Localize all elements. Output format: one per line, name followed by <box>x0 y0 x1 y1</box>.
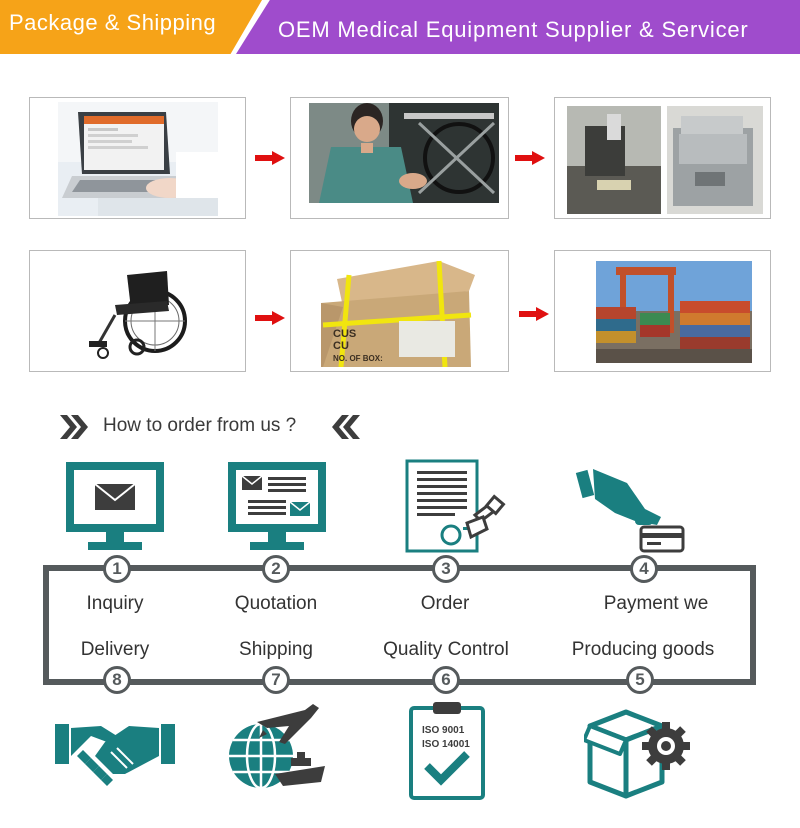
banner-purple-bar <box>236 0 800 54</box>
step-number-4: 4 <box>630 555 658 583</box>
globe-plane-ship-icon <box>229 704 325 790</box>
step-label-quality-control: Quality Control <box>383 639 509 660</box>
photo-frame-shipping <box>554 250 771 372</box>
iso-9001-label: ISO 9001 <box>422 725 465 736</box>
hand-card-icon <box>575 469 685 553</box>
step-number-8: 8 <box>103 666 131 694</box>
step-number-6: 6 <box>432 666 460 694</box>
iso-14001-label: ISO 14001 <box>422 739 470 750</box>
quality-testing-machines-photo <box>567 106 763 214</box>
flow-arrow-2 <box>515 151 545 165</box>
photo-frame-product <box>29 250 246 372</box>
monitor-envelope-icon <box>66 462 164 550</box>
box-print-line3: NO. OF BOX: <box>333 354 383 363</box>
worker-assembling-wheelchair-photo <box>309 103 499 203</box>
box-gear-icon <box>584 709 690 799</box>
handshake-icon <box>55 724 175 786</box>
step-label-quotation: Quotation <box>234 593 318 614</box>
photo-frame-inquiry <box>29 97 246 219</box>
banner-right-title: OEM Medical Equipment Supplier & Service… <box>278 17 749 42</box>
photo-frame-packing: CUS CU NO. OF BOX: <box>290 250 509 372</box>
step-label-shipping: Shipping <box>239 639 313 660</box>
monitor-document-icon <box>228 462 326 550</box>
step-label-producing-goods: Producing goods <box>571 639 715 660</box>
step-number-3: 3 <box>432 555 460 583</box>
laptop-online-inquiry-photo <box>58 102 218 216</box>
photo-frame-testing <box>554 97 771 219</box>
order-heading: How to order from us ? <box>58 412 378 442</box>
flow-arrow-3 <box>255 311 285 325</box>
step-number-5: 5 <box>626 666 654 694</box>
step-number-7: 7 <box>262 666 290 694</box>
contract-stamp-icon <box>405 459 506 553</box>
iso-clipboard-icon: ISO 9001 ISO 14001 <box>409 702 485 800</box>
step-label-delivery: Delivery <box>80 639 150 660</box>
double-chevron-right-icon <box>60 415 88 439</box>
header-banner: Package & Shipping OEM Medical Equipment… <box>0 0 800 54</box>
process-loop-line <box>43 565 756 685</box>
box-print-line1: CUS <box>333 328 356 340</box>
box-print-line2: CU <box>333 340 349 352</box>
order-heading-text: How to order from us ? <box>103 415 297 436</box>
banner-orange-tab <box>0 0 262 54</box>
container-port-photo <box>596 261 752 363</box>
double-chevron-left-icon <box>332 415 360 439</box>
step-label-payment: Payment we <box>603 593 709 614</box>
flow-arrow-1 <box>255 151 285 165</box>
packed-carton-box-photo: CUS CU NO. OF BOX: <box>319 255 479 367</box>
step-number-1: 1 <box>103 555 131 583</box>
photo-frame-assembly <box>290 97 509 219</box>
wheelchair-product-photo <box>85 265 195 361</box>
step-number-2: 2 <box>262 555 290 583</box>
step-label-inquiry: Inquiry <box>86 593 144 614</box>
step-label-order: Order <box>420 593 470 614</box>
flow-arrow-4 <box>519 307 549 321</box>
banner-left-title: Package & Shipping <box>9 10 217 35</box>
